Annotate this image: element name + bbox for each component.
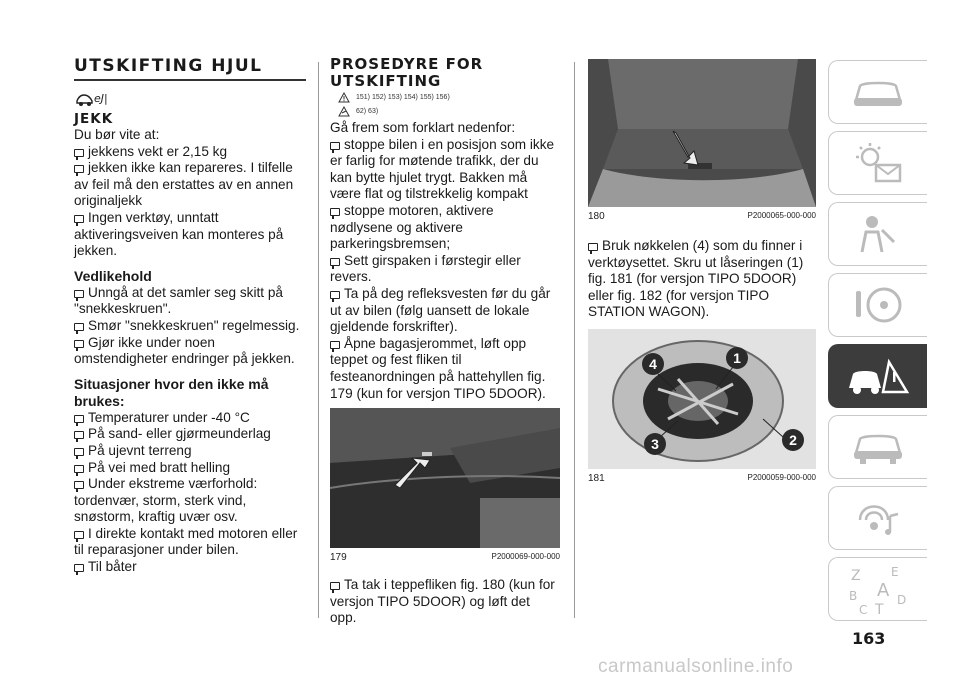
chapter-sidebar: Z E B A C T D (828, 60, 928, 628)
list-item: Gjør ikke under noen omstendigheter endr… (74, 334, 295, 367)
list-item: Ta på deg refleksvesten før du går ut av… (330, 285, 551, 335)
list-item: stoppe bilen i en posisjon som ikke er f… (330, 136, 555, 202)
list-item: Temperaturer under -40 °C (74, 410, 306, 427)
svg-text:D: D (897, 593, 906, 607)
note-refs: 62) 63) (338, 104, 560, 118)
emergency-icon (849, 358, 910, 394)
figure-179-image (330, 408, 560, 549)
intro-text: Du bør vite at: (74, 127, 160, 142)
column-divider (574, 62, 575, 618)
bullet-icon (74, 464, 84, 476)
column-jekk: UTSKIFTING HJUL eJ| JEKK Du bør vite at:… (74, 0, 306, 576)
bullet-icon (74, 564, 84, 576)
svg-text:C: C (859, 603, 867, 616)
column-prosedyre: PROSEDYRE FOR UTSKIFTING 151) 152) 153) … (330, 0, 560, 627)
bullet-icon (74, 414, 84, 426)
tab-safety[interactable] (828, 202, 927, 266)
bullet-icon (74, 530, 84, 542)
multimedia-icon (858, 505, 899, 535)
list-item: Bruk nøkkelen (4) som du finner i verktø… (588, 238, 804, 320)
bullet-icon (330, 141, 340, 153)
bullet-icon (330, 257, 340, 269)
tab-multimedia[interactable] (828, 486, 927, 550)
section-jekk: JEKK (74, 111, 114, 127)
ejekk-icon: eJ| (74, 89, 306, 109)
warning-refs: 151) 152) 153) 154) 155) 156) (338, 90, 560, 104)
steering-key-icon (856, 287, 902, 323)
svg-text:T: T (874, 602, 884, 616)
list-item: Til båter (74, 559, 306, 576)
svg-text:B: B (849, 589, 857, 603)
tab-maintenance[interactable] (828, 415, 927, 479)
tab-emergency[interactable] (828, 344, 927, 408)
title-rule (74, 79, 306, 81)
list-item: Unngå at det samler seg skitt på "snekke… (74, 284, 283, 317)
list-item: jekken ikke kan repareres. I tilfelle av… (74, 160, 294, 209)
svg-text:E: E (891, 565, 899, 579)
list-item: Ingen verktøy, unntatt aktiveringsveiven… (74, 209, 284, 259)
warning-lights-icon (856, 143, 902, 183)
safety-airbag-icon (860, 216, 896, 253)
bullet-icon (74, 322, 84, 334)
tab-dashboard[interactable] (828, 60, 927, 124)
page-title: UTSKIFTING HJUL (74, 56, 263, 76)
list-item: stoppe motoren, aktivere nødlysene og ak… (330, 202, 494, 252)
callout-3: 3 (644, 432, 666, 455)
list-item: Smør "snekkeskruen" regelmessig. (74, 318, 306, 335)
bullet-icon (330, 290, 340, 302)
bullet-icon (74, 481, 84, 493)
car-dashboard-icon (854, 81, 902, 106)
callout-4: 4 (642, 352, 664, 375)
svg-text:A: A (877, 580, 890, 601)
tab-index[interactable]: Z E B A C T D (828, 557, 927, 621)
maintenance-car-icon (854, 434, 902, 464)
section-title-line2: UTSKIFTING (330, 72, 442, 90)
callout-1: 1 (726, 346, 748, 369)
callout-2: 2 (782, 428, 804, 451)
index-letters-icon: Z E B A C T D (849, 565, 906, 616)
list-item: Åpne bagasjerommet, løft opp teppet og f… (330, 335, 546, 401)
bullet-icon (74, 339, 84, 351)
section-vedlikehold: Vedlikehold (74, 267, 152, 284)
figure-180-image (588, 59, 816, 207)
svg-text:Z: Z (851, 568, 861, 584)
svg-text:eJ|: eJ| (94, 92, 108, 105)
bullet-icon (74, 148, 84, 160)
bullet-icon (330, 340, 340, 352)
list-item: Ta tak i teppefliken fig. 180 (kun for v… (330, 577, 555, 626)
section-situasjoner: Situasjoner hvor den ikke må brukes: (74, 375, 269, 409)
bullet-icon (74, 447, 84, 459)
bullet-icon (330, 207, 340, 219)
bullet-icon (74, 431, 84, 443)
list-item: I direkte kontakt med motoren eller til … (74, 525, 298, 558)
list-item: jekkens vekt er 2,15 kg (74, 144, 306, 161)
figure-181-image: 4 1 3 2 (588, 328, 816, 469)
watermark: carmanualsonline.info (598, 656, 794, 677)
page-number: 163 (852, 629, 886, 648)
list-item: På sand- eller gjørmeunderlag (74, 426, 306, 443)
bullet-icon (330, 582, 340, 594)
column-divider (318, 62, 319, 618)
list-item: På ujevnt terreng (74, 443, 306, 460)
list-item: Sett girspaken i førstegir eller revers. (330, 252, 521, 285)
warning-triangle-icon (338, 91, 350, 102)
bullet-icon (588, 243, 598, 254)
section-title-line1: PROSEDYRE FOR (330, 55, 484, 73)
list-item: På vei med bratt helling (74, 460, 306, 477)
note-triangle-icon (338, 105, 350, 116)
list-item: Under ekstreme værforhold: tordenvær, st… (74, 476, 258, 525)
bullet-icon (74, 289, 84, 301)
bullet-icon (74, 214, 84, 226)
intro-text: Gå frem som forklart nedenfor: (330, 120, 516, 135)
tab-driving[interactable] (828, 273, 927, 337)
bullet-icon (74, 165, 84, 177)
tab-warning-lights[interactable] (828, 131, 927, 195)
